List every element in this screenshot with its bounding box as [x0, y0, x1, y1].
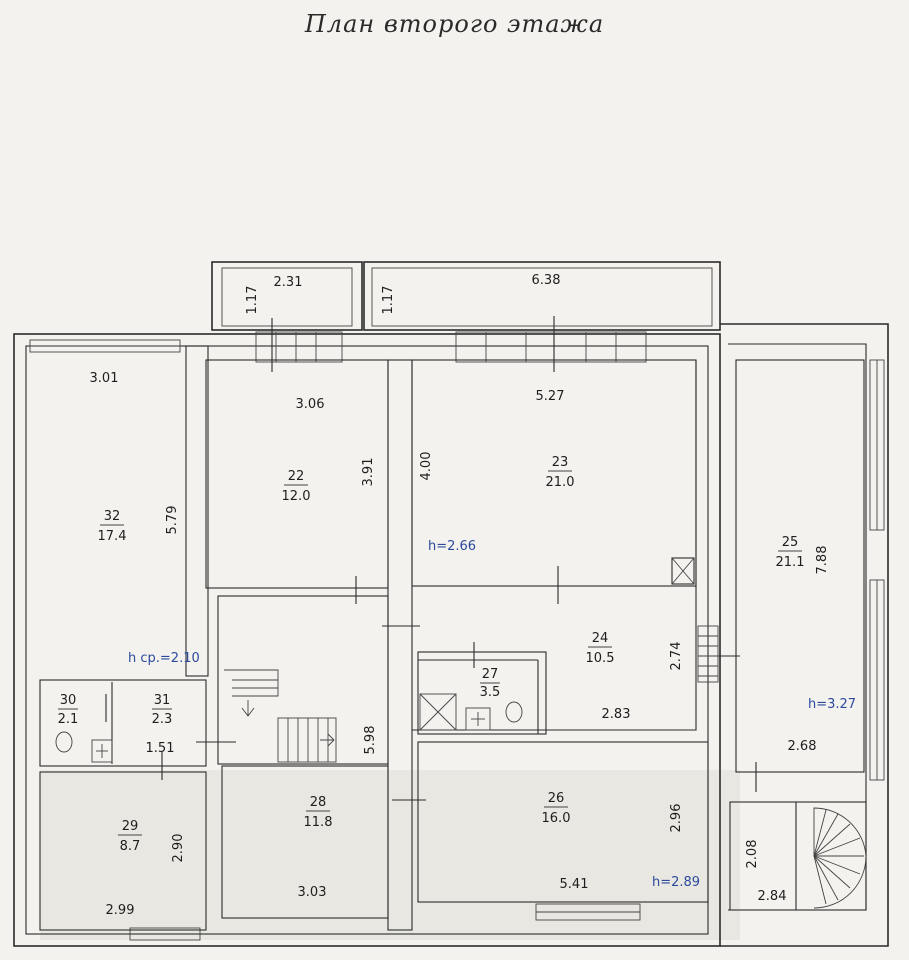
height-right: h=3.27 — [808, 697, 856, 712]
room-24-number: 24 — [592, 631, 609, 646]
dim-balcony-left-width: 2.31 — [274, 275, 303, 290]
windows — [29, 331, 885, 941]
stairs-right-small — [697, 625, 719, 683]
dim-r22-width: 3.06 — [296, 397, 325, 412]
dim-balcony-right-width: 6.38 — [532, 273, 561, 288]
room-labels: 32 17.4 22 12.0 23 21.0 25 21.1 24 10.5 … — [58, 455, 805, 854]
dim-r32-width: 3.01 — [90, 371, 119, 386]
shower-tray — [419, 693, 457, 731]
dim-balcony-right-depth: 1.17 — [381, 286, 396, 315]
dim-r26-depth: 2.96 — [669, 804, 684, 833]
dim-r23-width: 5.27 — [536, 389, 565, 404]
height-average: h ср.=2.10 — [128, 651, 200, 666]
dim-stair-width: 2.84 — [758, 889, 787, 904]
dim-stair-depth: 2.08 — [745, 840, 760, 869]
room-29-number: 29 — [122, 819, 139, 834]
room-22-area: 12.0 — [282, 489, 311, 504]
dim-r25-width: 2.68 — [788, 739, 817, 754]
room-26-area: 16.0 — [542, 811, 571, 826]
room-27-area: 3.5 — [480, 685, 501, 700]
room-30-number: 30 — [60, 693, 77, 708]
shadow-area — [40, 770, 740, 940]
room-24-area: 10.5 — [586, 651, 615, 666]
room-25-area: 21.1 — [776, 555, 805, 570]
dim-r30-31-width: 1.51 — [146, 741, 175, 756]
page-title: План второго этажа — [304, 10, 605, 38]
room-28-number: 28 — [310, 795, 327, 810]
dim-balcony-left-depth: 1.17 — [245, 286, 260, 315]
room-23-number: 23 — [552, 455, 569, 470]
room-22-number: 22 — [288, 469, 305, 484]
ceiling-heights: h ср.=2.10 h=2.66 h=3.27 h=2.89 — [128, 539, 856, 890]
dim-r23-length: 4.00 — [419, 452, 434, 481]
interior-walls — [39, 345, 867, 931]
room-32-area: 17.4 — [98, 529, 127, 544]
door-marks — [105, 316, 757, 801]
room-31-number: 31 — [154, 693, 171, 708]
dim-r22-length: 3.91 — [361, 458, 376, 487]
room-29-area: 8.7 — [120, 839, 141, 854]
height-main: h=2.66 — [428, 539, 476, 554]
room-26-number: 26 — [548, 791, 565, 806]
balcony-right — [363, 261, 721, 331]
room-31-area: 2.3 — [152, 712, 173, 727]
sink — [91, 707, 491, 763]
dim-r32-length: 5.79 — [165, 506, 180, 535]
height-bottom: h=2.89 — [652, 875, 700, 890]
room-27-number: 27 — [482, 667, 499, 682]
room-25-number: 25 — [782, 535, 799, 550]
dim-r24-depth: 2.74 — [669, 642, 684, 671]
dim-corridor-length: 5.98 — [363, 726, 378, 755]
room-23-area: 21.0 — [546, 475, 575, 490]
dim-r29-length: 2.90 — [171, 834, 186, 863]
balcony-left — [211, 261, 363, 331]
dim-r25-length: 7.88 — [815, 546, 830, 575]
vent-shaft — [671, 557, 695, 585]
spiral-stair — [813, 807, 867, 909]
dimension-labels: 2.31 1.17 6.38 1.17 3.01 5.79 3.06 3.91 … — [90, 273, 830, 918]
dim-r28-width: 3.03 — [298, 885, 327, 900]
dim-r26-width: 5.41 — [560, 877, 589, 892]
stairs-central — [224, 669, 337, 763]
toilet — [55, 701, 523, 753]
dim-r29-width: 2.99 — [106, 903, 135, 918]
room-30-area: 2.1 — [58, 712, 79, 727]
dim-r24-width: 2.83 — [602, 707, 631, 722]
room-28-area: 11.8 — [304, 815, 333, 830]
room-32-number: 32 — [104, 509, 121, 524]
